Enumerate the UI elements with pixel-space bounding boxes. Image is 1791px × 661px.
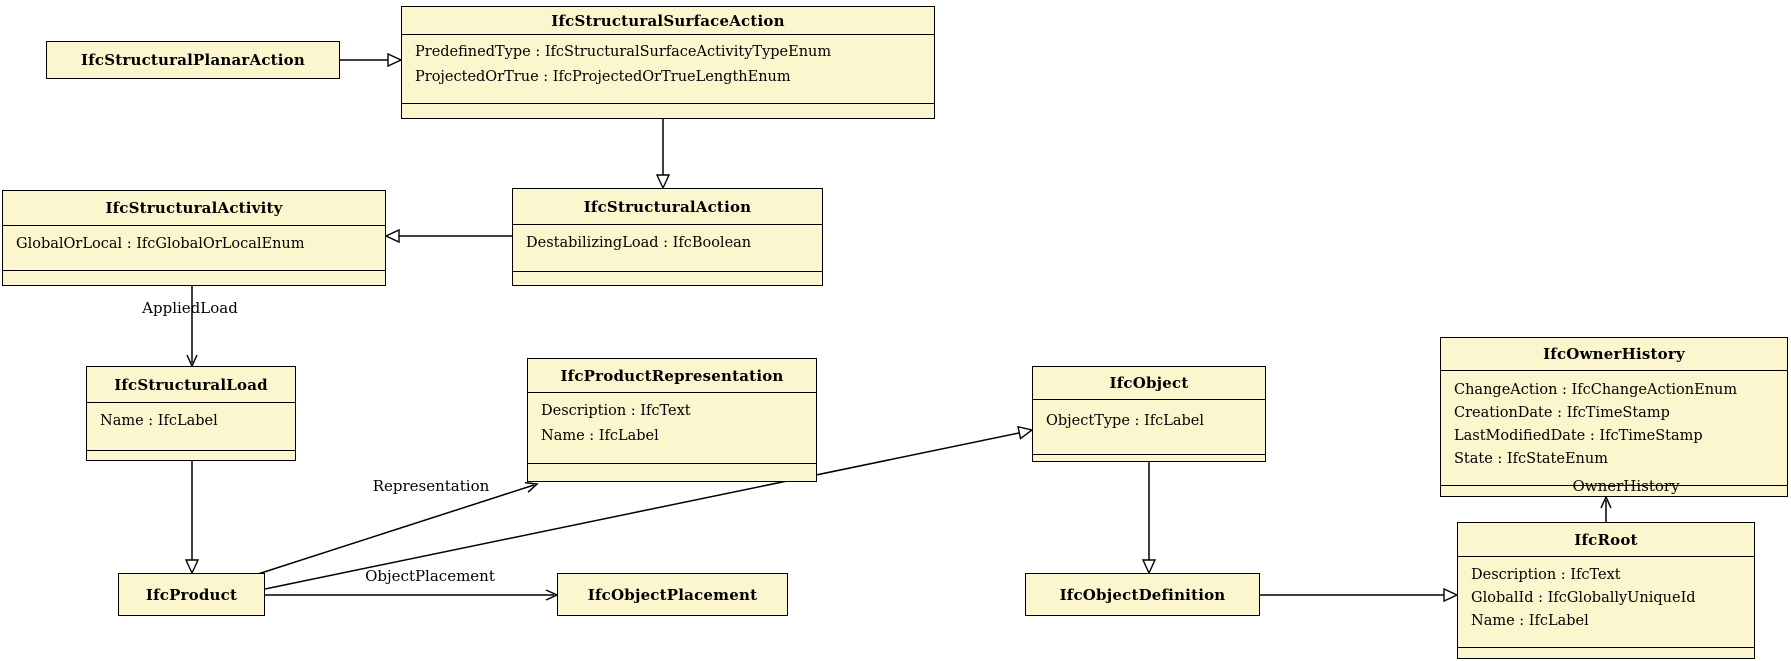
class-footer xyxy=(87,451,295,460)
inherit-arrowhead xyxy=(387,52,403,68)
attribute: PredefinedType : IfcStructuralSurfaceAct… xyxy=(415,44,832,60)
edge-assoc-representation xyxy=(257,484,535,575)
inherit-arrowhead xyxy=(655,174,671,190)
inherit-arrowhead xyxy=(1443,587,1459,603)
edge-label-owner-history: OwnerHistory xyxy=(1572,477,1680,495)
class-IfcProduct[interactable]: IfcProduct xyxy=(118,573,265,616)
assoc-arrowhead xyxy=(524,481,539,493)
attribute: ChangeAction : IfcChangeActionEnum xyxy=(1454,382,1738,398)
class-IfcOwnerHistory[interactable]: IfcOwnerHistory ChangeAction : IfcChange… xyxy=(1440,337,1788,497)
class-footer xyxy=(513,272,822,285)
attribute: GlobalOrLocal : IfcGlobalOrLocalEnum xyxy=(16,236,305,252)
attribute: Name : IfcLabel xyxy=(541,428,659,444)
attribute: CreationDate : IfcTimeStamp xyxy=(1454,405,1670,421)
class-title: IfcStructuralLoad xyxy=(87,367,295,403)
class-title: IfcObject xyxy=(1033,367,1265,400)
attribute: Description : IfcText xyxy=(1471,567,1621,583)
class-title: IfcOwnerHistory xyxy=(1441,338,1787,371)
class-footer xyxy=(1458,648,1754,658)
class-title: IfcStructuralActivity xyxy=(3,191,385,226)
class-IfcStructuralPlanarAction[interactable]: IfcStructuralPlanarAction xyxy=(46,41,340,79)
class-attributes: Name : IfcLabel xyxy=(87,403,295,451)
edge-label-object-placement: ObjectPlacement xyxy=(365,567,495,585)
class-attributes: Description : IfcText GlobalId : IfcGlob… xyxy=(1458,557,1754,648)
assoc-arrowhead xyxy=(1600,495,1612,509)
class-title: IfcRoot xyxy=(1458,523,1754,557)
class-attributes: ObjectType : IfcLabel xyxy=(1033,400,1265,455)
class-IfcObjectDefinition[interactable]: IfcObjectDefinition xyxy=(1025,573,1260,616)
edge-label-representation: Representation xyxy=(372,477,490,495)
edge-label-applied-load: AppliedLoad xyxy=(142,299,238,317)
attribute: DestabilizingLoad : IfcBoolean xyxy=(526,235,752,251)
class-IfcObject[interactable]: IfcObject ObjectType : IfcLabel xyxy=(1032,366,1266,462)
class-footer xyxy=(1033,455,1265,461)
class-title: IfcStructuralAction xyxy=(513,189,822,225)
edge-inherit-product-object xyxy=(264,432,1020,590)
class-attributes: DestabilizingLoad : IfcBoolean xyxy=(513,225,822,272)
attribute: LastModifiedDate : IfcTimeStamp xyxy=(1454,428,1703,444)
class-attributes: PredefinedType : IfcStructuralSurfaceAct… xyxy=(402,35,934,104)
class-IfcObjectPlacement[interactable]: IfcObjectPlacement xyxy=(557,573,788,616)
class-attributes: GlobalOrLocal : IfcGlobalOrLocalEnum xyxy=(3,226,385,271)
attribute: Name : IfcLabel xyxy=(1471,613,1589,629)
class-title: IfcStructuralPlanarAction xyxy=(81,51,305,69)
class-IfcStructuralAction[interactable]: IfcStructuralAction DestabilizingLoad : … xyxy=(512,188,823,286)
class-footer xyxy=(402,104,934,118)
class-IfcStructuralActivity[interactable]: IfcStructuralActivity GlobalOrLocal : If… xyxy=(2,190,386,286)
attribute: ObjectType : IfcLabel xyxy=(1046,413,1205,429)
attribute: Description : IfcText xyxy=(541,403,691,419)
inherit-arrowhead xyxy=(1017,425,1034,440)
attribute: Name : IfcLabel xyxy=(100,413,218,429)
class-attributes: Description : IfcText Name : IfcLabel xyxy=(528,393,816,464)
class-title: IfcProductRepresentation xyxy=(528,359,816,393)
class-title: IfcProduct xyxy=(145,585,238,604)
class-title: IfcObjectPlacement xyxy=(587,585,758,604)
class-attributes: ChangeAction : IfcChangeActionEnum Creat… xyxy=(1441,371,1787,486)
class-title: IfcStructuralSurfaceAction xyxy=(402,7,934,35)
class-IfcProductRepresentation[interactable]: IfcProductRepresentation Description : I… xyxy=(527,358,817,482)
inherit-arrowhead xyxy=(1141,559,1157,575)
class-title: IfcObjectDefinition xyxy=(1059,585,1226,604)
inherit-arrowhead xyxy=(384,228,400,244)
class-footer xyxy=(528,464,816,481)
class-footer xyxy=(3,271,385,285)
class-IfcRoot[interactable]: IfcRoot Description : IfcText GlobalId :… xyxy=(1457,522,1755,659)
class-IfcStructuralSurfaceAction[interactable]: IfcStructuralSurfaceAction PredefinedTyp… xyxy=(401,6,935,119)
attribute: GlobalId : IfcGloballyUniqueId xyxy=(1471,590,1696,606)
attribute: State : IfcStateEnum xyxy=(1454,451,1608,467)
inherit-arrowhead xyxy=(184,559,200,575)
attribute: ProjectedOrTrue : IfcProjectedOrTrueLeng… xyxy=(415,69,791,85)
class-IfcStructuralLoad[interactable]: IfcStructuralLoad Name : IfcLabel xyxy=(86,366,296,461)
